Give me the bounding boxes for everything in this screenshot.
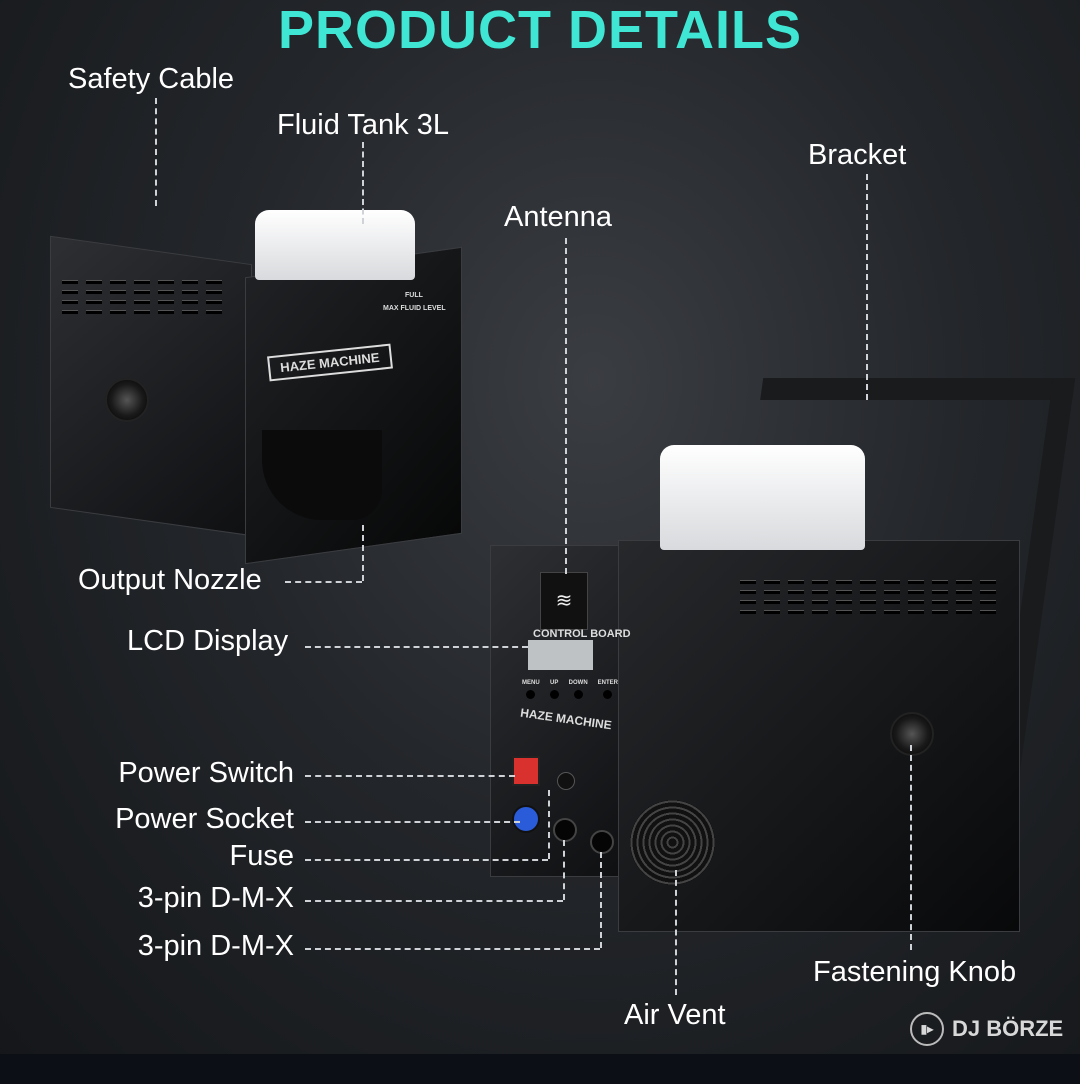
output-nozzle — [262, 430, 382, 520]
leader-safety-cable — [155, 98, 157, 206]
footer-band — [0, 1054, 1080, 1084]
leader-lcd — [305, 646, 528, 648]
leader-power-socket — [305, 821, 520, 823]
watermark: ▮▸ DJ BÖRZE — [910, 1012, 1063, 1046]
leader-fuse — [305, 859, 548, 861]
label-antenna: Antenna — [504, 201, 613, 233]
up-button[interactable]: UP — [549, 680, 559, 703]
antenna-receiver: ≋ — [540, 572, 588, 630]
label-air-vent: Air Vent — [624, 999, 726, 1031]
label-power-switch: Power Switch — [118, 757, 294, 789]
max-fluid-label: MAX FLUID LEVEL — [383, 305, 446, 312]
label-bracket: Bracket — [808, 139, 907, 171]
label-fluid-tank: Fluid Tank 3L — [277, 109, 449, 141]
leader-power-switch — [305, 775, 515, 777]
leader-fluid-tank — [362, 142, 364, 224]
audio-logo-icon: ▮▸ — [910, 1012, 944, 1046]
leader-output-nozzle-v — [362, 525, 364, 581]
power-socket — [512, 805, 540, 833]
label-output-nozzle: Output Nozzle — [78, 564, 262, 596]
leader-dmx-out — [305, 948, 600, 950]
label-fastening-knob: Fastening Knob — [813, 956, 1017, 988]
leader-fuse-v — [548, 790, 550, 859]
label-fuse: Fuse — [229, 840, 294, 872]
leader-output-nozzle — [285, 581, 362, 583]
down-button[interactable]: DOWN — [569, 680, 588, 703]
dmx-output — [590, 830, 614, 854]
label-power-socket: Power Socket — [115, 803, 294, 835]
leader-dmx-in — [305, 900, 563, 902]
fluid-tank — [255, 210, 415, 280]
full-marker: FULL — [405, 292, 423, 299]
fastening-knob — [890, 712, 934, 756]
enter-button[interactable]: ENTER — [598, 680, 618, 703]
leader-dmx-out-v — [600, 852, 602, 948]
label-dmx-input: 3-pin D-M-X — [137, 882, 294, 914]
label-dmx-output: 3-pin D-M-X — [137, 930, 294, 962]
power-switch[interactable] — [512, 756, 540, 786]
control-board-label: CONTROL BOARD — [533, 628, 631, 640]
dmx-input — [553, 818, 577, 842]
fuse-holder — [557, 772, 575, 790]
label-safety-cable: Safety Cable — [68, 63, 235, 95]
leader-antenna — [565, 238, 567, 574]
page-title: PRODUCT DETAILS — [278, 0, 802, 60]
leader-air-vent — [675, 870, 677, 995]
watermark-text: DJ BÖRZE — [952, 1016, 1064, 1041]
menu-button[interactable]: MENU — [522, 680, 540, 703]
leader-dmx-in-v — [563, 840, 565, 900]
label-lcd-display: LCD Display — [127, 625, 289, 657]
lcd-display — [528, 640, 593, 670]
leader-fastening-knob — [910, 745, 912, 950]
rear-knob — [105, 378, 149, 422]
leader-bracket — [866, 174, 868, 400]
air-vent-fan — [630, 800, 715, 885]
